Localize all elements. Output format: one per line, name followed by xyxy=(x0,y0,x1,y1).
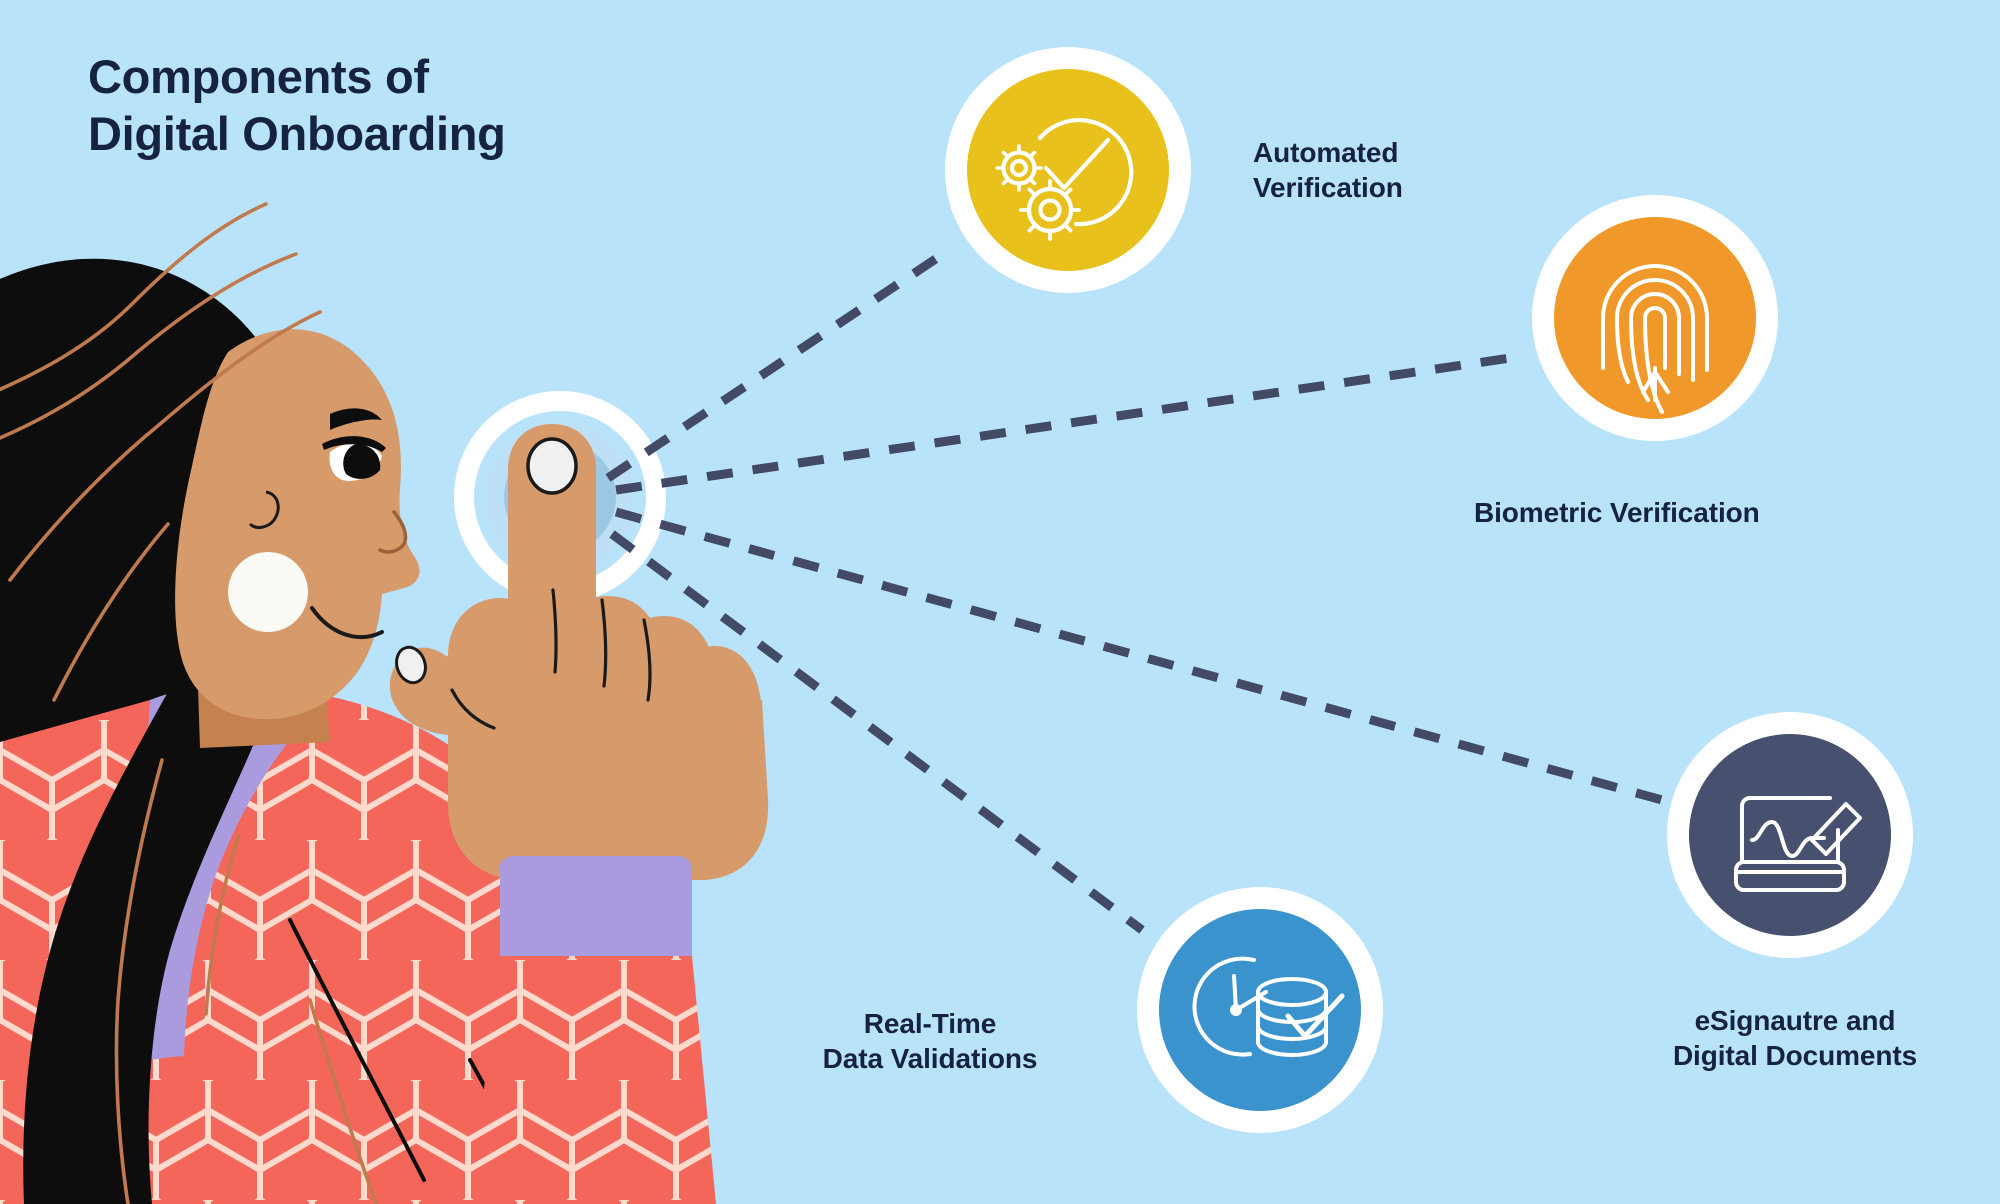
label-line-2: Digital Documents xyxy=(1672,1040,1918,1072)
thumbnail xyxy=(395,645,427,685)
node-label-biometric-verification: Biometric Verification xyxy=(1474,495,1760,530)
sleeve-cuff xyxy=(500,856,692,968)
title-line-1: Components of xyxy=(88,50,429,103)
label-line-2: Verification xyxy=(1253,172,1403,204)
title-line-2: Digital Onboarding xyxy=(88,107,506,161)
connector-to-realtime xyxy=(609,530,1145,934)
clock-database-check-icon xyxy=(1192,956,1345,1057)
node-label-automated-verification: Automated Verification xyxy=(1253,135,1403,206)
signature-pad-icon xyxy=(1734,796,1862,892)
pointing-hand xyxy=(389,424,769,1204)
label-line-1: Biometric Verification xyxy=(1474,497,1760,528)
mouth xyxy=(310,606,384,640)
node-biometric-verification[interactable] xyxy=(1532,195,1778,441)
nose xyxy=(378,510,408,554)
eye xyxy=(322,436,386,481)
node-label-esignature-digital-documents: eSignautre and Digital Documents xyxy=(1630,1003,1960,1074)
fingernail xyxy=(526,437,578,495)
label-line-2: Data Validations xyxy=(822,1043,1038,1075)
connector-to-automated xyxy=(605,244,955,482)
label-line-1: Automated xyxy=(1253,137,1399,168)
hair-highlights xyxy=(0,202,378,1204)
page-title: Components of Digital Onboarding xyxy=(88,48,788,163)
node-esignature-digital-documents[interactable] xyxy=(1667,712,1913,958)
node-label-real-time-data-validations: Real-Time Data Validations xyxy=(800,1006,1060,1077)
node-real-time-data-validations[interactable] xyxy=(1137,887,1383,1133)
label-line-1: eSignautre and xyxy=(1694,1005,1896,1036)
node-automated-verification[interactable] xyxy=(945,47,1191,293)
earring xyxy=(228,552,308,632)
label-line-1: Real-Time xyxy=(863,1008,997,1039)
dashed-connectors xyxy=(605,244,1664,934)
eyebrow xyxy=(330,408,382,430)
forearm xyxy=(470,956,716,1204)
ear xyxy=(217,461,301,579)
connector-to-biometric xyxy=(615,351,1525,495)
gears-check-icon xyxy=(995,118,1134,241)
ear-inner xyxy=(248,490,280,529)
fingerprint-icon xyxy=(1601,264,1709,414)
